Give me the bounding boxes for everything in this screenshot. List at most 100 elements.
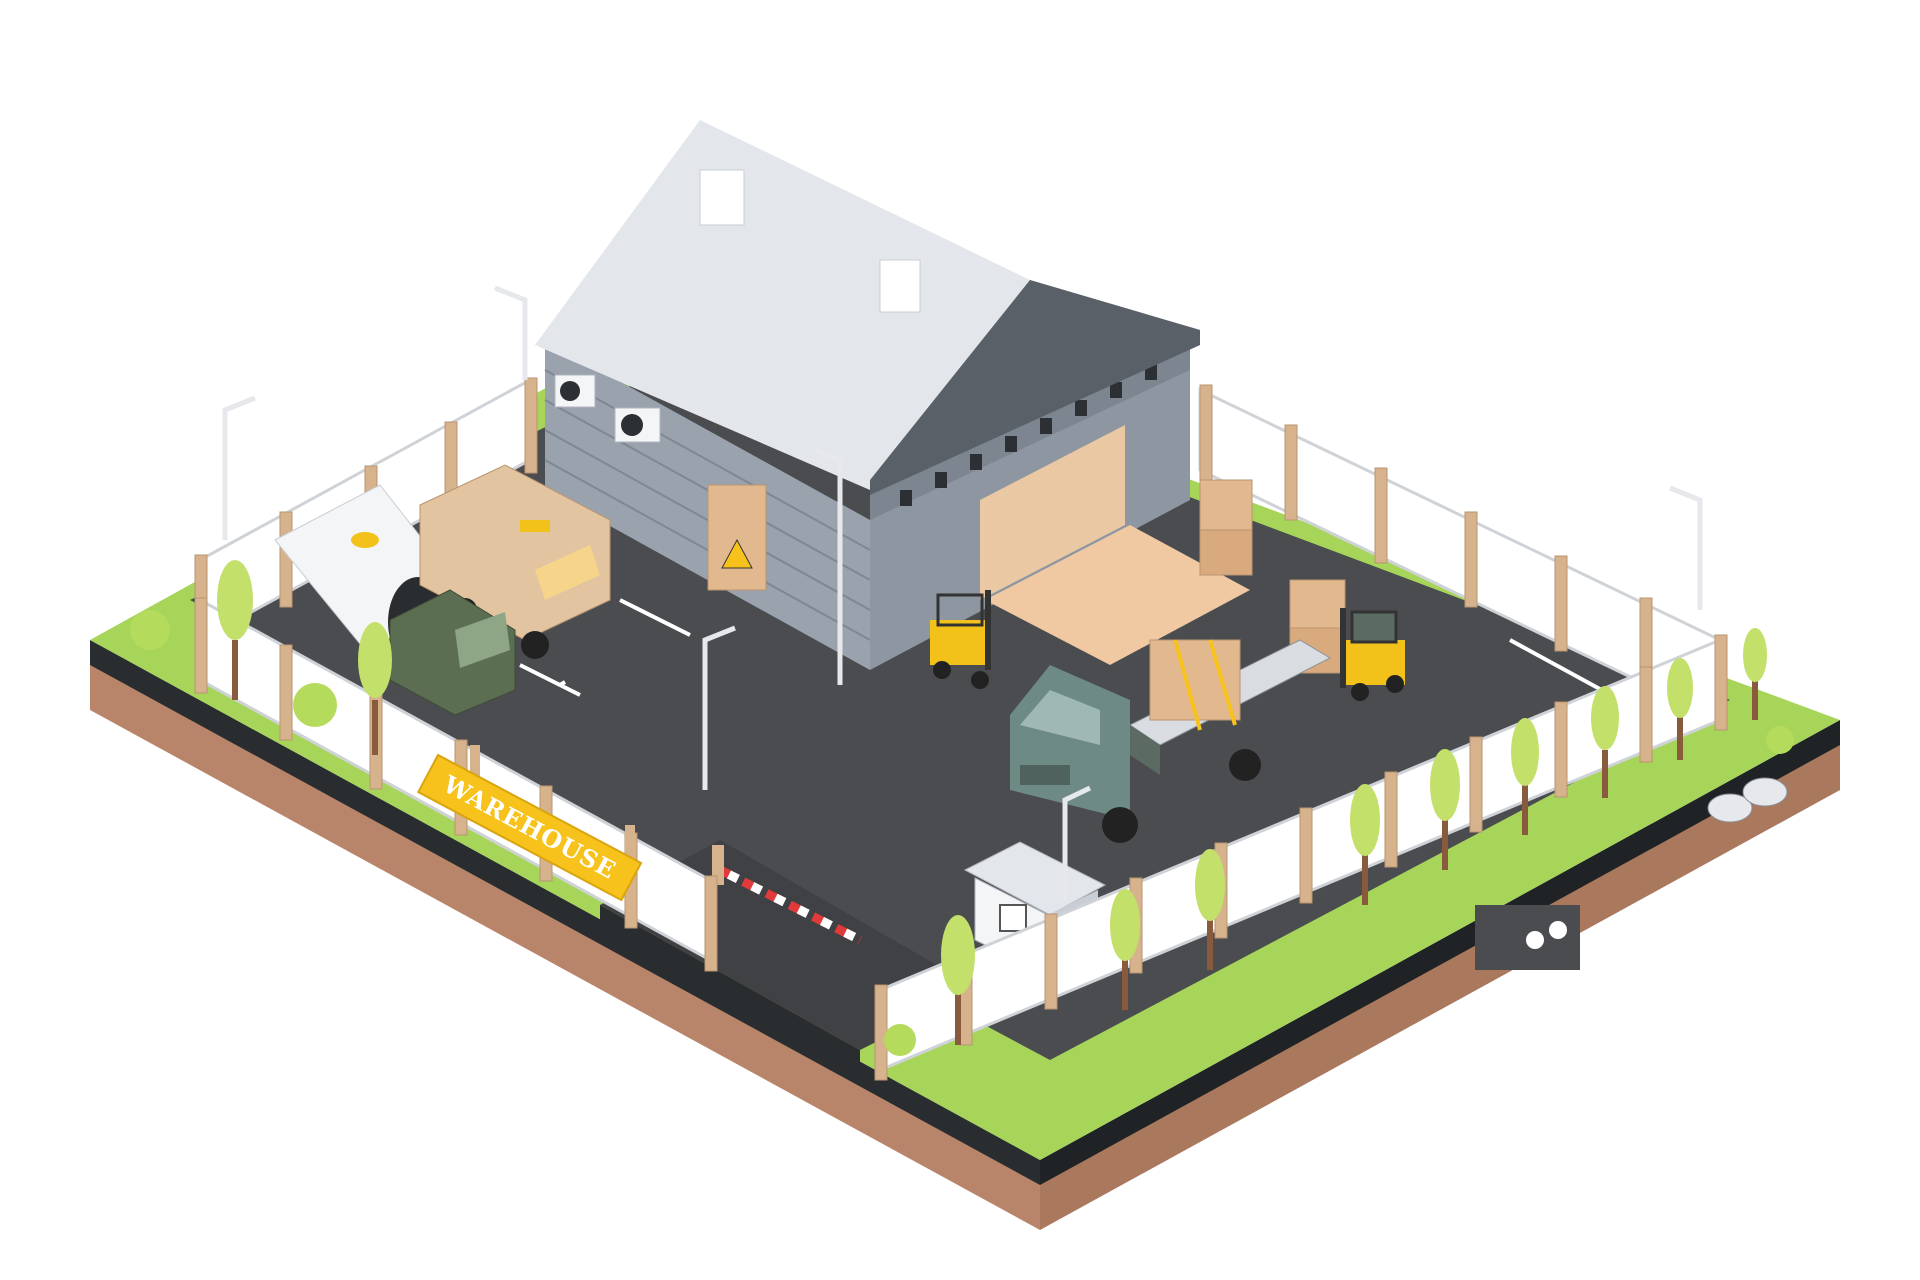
- high-voltage-icon: [721, 538, 753, 569]
- tree: [1110, 889, 1140, 1010]
- barrier-post: [712, 845, 724, 885]
- van-roof-light: [520, 520, 550, 532]
- bush: [130, 610, 170, 650]
- cargo-strap: [1173, 639, 1202, 731]
- fence-front-right: [874, 634, 1728, 1081]
- parking-line: [558, 680, 567, 687]
- pipe: [1742, 777, 1788, 807]
- suv-windshield: [455, 612, 510, 668]
- forklift-cage: [936, 593, 984, 627]
- booth-roof: [963, 841, 1107, 916]
- forklift-mast: [985, 590, 991, 670]
- parking-line: [519, 663, 581, 697]
- roof-left-slope: [535, 120, 1030, 490]
- soil-right-side: [1040, 720, 1840, 1190]
- forklift-cage: [1350, 610, 1398, 644]
- fence-post: [1464, 511, 1478, 608]
- fence-post: [1639, 666, 1653, 763]
- fence-post: [704, 875, 718, 972]
- tree: [358, 622, 392, 755]
- barrier-gate: [712, 845, 863, 945]
- van-body: [419, 464, 611, 641]
- light-pole: [494, 285, 528, 380]
- fence-post: [1554, 555, 1568, 652]
- light-pole: [1669, 485, 1703, 610]
- forklift-wheel: [971, 671, 989, 689]
- tree: [941, 915, 975, 1045]
- fence-post: [1284, 424, 1298, 521]
- truck-windshield: [1020, 690, 1100, 745]
- bushes: [130, 610, 1794, 1056]
- warehouse-window: [1005, 436, 1017, 452]
- roof-ridge-trim: [870, 280, 1200, 495]
- tree: [1350, 784, 1380, 905]
- tree: [1591, 686, 1619, 798]
- bush: [884, 1024, 916, 1056]
- tree: [1743, 628, 1767, 720]
- van-wheel: [521, 631, 549, 659]
- barrier-arm: [717, 865, 863, 945]
- warehouse-window: [935, 472, 947, 488]
- light-pole: [702, 625, 736, 790]
- fence-post: [524, 377, 538, 474]
- bush: [293, 683, 337, 727]
- light-poles: [222, 285, 1703, 900]
- soil-left-lower: [90, 665, 1040, 1230]
- warehouse-building: [535, 120, 1200, 670]
- bush: [1766, 726, 1794, 754]
- trees: [217, 560, 1767, 1045]
- siding-line: [544, 369, 871, 551]
- warehouse-window: [1075, 400, 1087, 416]
- tank-hatch: [351, 532, 379, 548]
- tree: [1667, 658, 1693, 760]
- tree: [1195, 849, 1225, 970]
- electrical-panel: [707, 484, 767, 591]
- forklift-body: [930, 620, 990, 665]
- fan-icon: [560, 381, 580, 401]
- tree: [1511, 718, 1539, 835]
- light-pole: [222, 395, 256, 540]
- forklift-left: [930, 590, 991, 689]
- fan-icon: [621, 414, 643, 436]
- crate: [1199, 479, 1253, 533]
- tree: [217, 560, 253, 700]
- green-suv: [389, 589, 516, 716]
- soil-left-side: [90, 640, 1040, 1190]
- crate: [1289, 579, 1346, 631]
- parking-line: [619, 598, 691, 637]
- van-windshield: [535, 545, 600, 600]
- loading-ramp: [985, 525, 1250, 665]
- fence-post: [194, 597, 208, 694]
- pipe: [1707, 793, 1753, 823]
- utility-pipes: [1475, 777, 1788, 970]
- warehouse-window: [970, 454, 982, 470]
- delivery-van: [419, 464, 611, 659]
- fence-post: [874, 984, 888, 1081]
- crate: [1199, 529, 1253, 576]
- chimney: [879, 259, 921, 313]
- light-pole: [814, 447, 843, 685]
- fence-post: [1554, 701, 1568, 798]
- fence-post: [1384, 771, 1398, 868]
- warehouse-window: [900, 490, 912, 506]
- booth-window: [999, 904, 1027, 932]
- sign-board: [416, 753, 643, 902]
- light-pole: [1062, 785, 1092, 900]
- forklift-wheel: [1386, 675, 1404, 693]
- fence-post: [1199, 384, 1213, 481]
- warehouse-window: [1040, 418, 1052, 434]
- cargo-strap: [1208, 639, 1237, 726]
- pipe-opening: [1549, 921, 1567, 939]
- fence-post: [1044, 913, 1058, 1010]
- truck-grille: [1020, 765, 1070, 785]
- forklift-wheel: [1351, 683, 1369, 701]
- entrance-road-side: [600, 905, 860, 1075]
- fence-post: [279, 511, 293, 608]
- pipe-opening: [1526, 931, 1544, 949]
- forklift-mast: [1340, 608, 1346, 688]
- tree: [1430, 749, 1460, 870]
- fence-post: [1299, 807, 1313, 904]
- chimney: [699, 169, 745, 226]
- forklift-right: [1340, 608, 1405, 701]
